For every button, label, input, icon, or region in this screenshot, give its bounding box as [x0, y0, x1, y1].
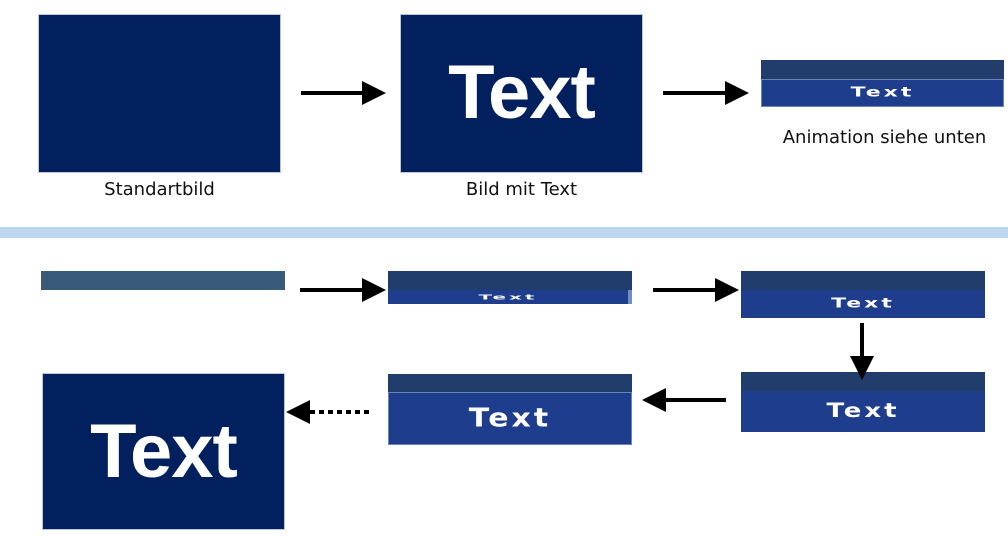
animation-step-5-band: Text	[388, 392, 632, 445]
animation-step-3-text: Text	[831, 296, 895, 312]
animation-step-2-band: Text	[388, 290, 632, 304]
animation-step-4-text: Text	[826, 399, 900, 423]
animation-final-text: Text	[90, 409, 238, 494]
animation-step-4-top-strip	[741, 372, 985, 391]
animation-step-4-band: Text	[741, 391, 985, 432]
image-with-text-label: Text	[448, 50, 596, 135]
animation-step-3-band: Text	[741, 290, 985, 318]
animation-step-5-text: Text	[468, 403, 552, 434]
animation-preview-top-strip	[761, 60, 1004, 79]
standard-image-box	[38, 14, 281, 173]
image-with-text-box: Text	[400, 14, 643, 173]
animation-preview-band: Text	[761, 79, 1004, 107]
animation-preview-text: Text	[850, 85, 915, 101]
animation-step-2-text: Text	[478, 292, 538, 302]
animation-step-5-top-strip	[388, 374, 632, 392]
animation-step-2-top-strip	[388, 271, 632, 290]
animation-final-box: Text	[42, 373, 285, 530]
section-divider	[0, 227, 1008, 238]
animation-step-3-top-strip	[741, 271, 985, 290]
image-with-text-caption: Bild mit Text	[465, 179, 578, 200]
standard-image-caption: Standartbild	[104, 179, 215, 200]
animation-caption: Animation siehe unten	[782, 127, 987, 148]
animation-step-1-bar	[41, 271, 285, 290]
